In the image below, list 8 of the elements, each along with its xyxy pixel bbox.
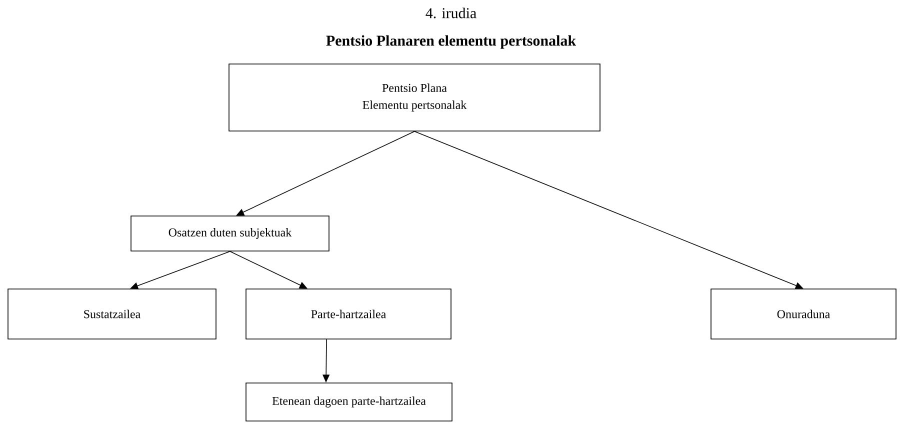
box: Osatzen duten subjektuak <box>130 216 330 252</box>
figure-number: 4. irudia <box>426 8 476 18</box>
box: Onuraduna <box>710 288 896 340</box>
box: Pentsio Plana Elementu pertsonalak <box>228 64 600 132</box>
title: Pentsio Planaren elementu pertsonalak <box>326 35 576 49</box>
box: Sustatzailea <box>8 288 216 340</box>
box: Parte-hartzailea <box>246 288 452 340</box>
box: Etenean dagoen parte-hartzailea <box>246 382 452 422</box>
